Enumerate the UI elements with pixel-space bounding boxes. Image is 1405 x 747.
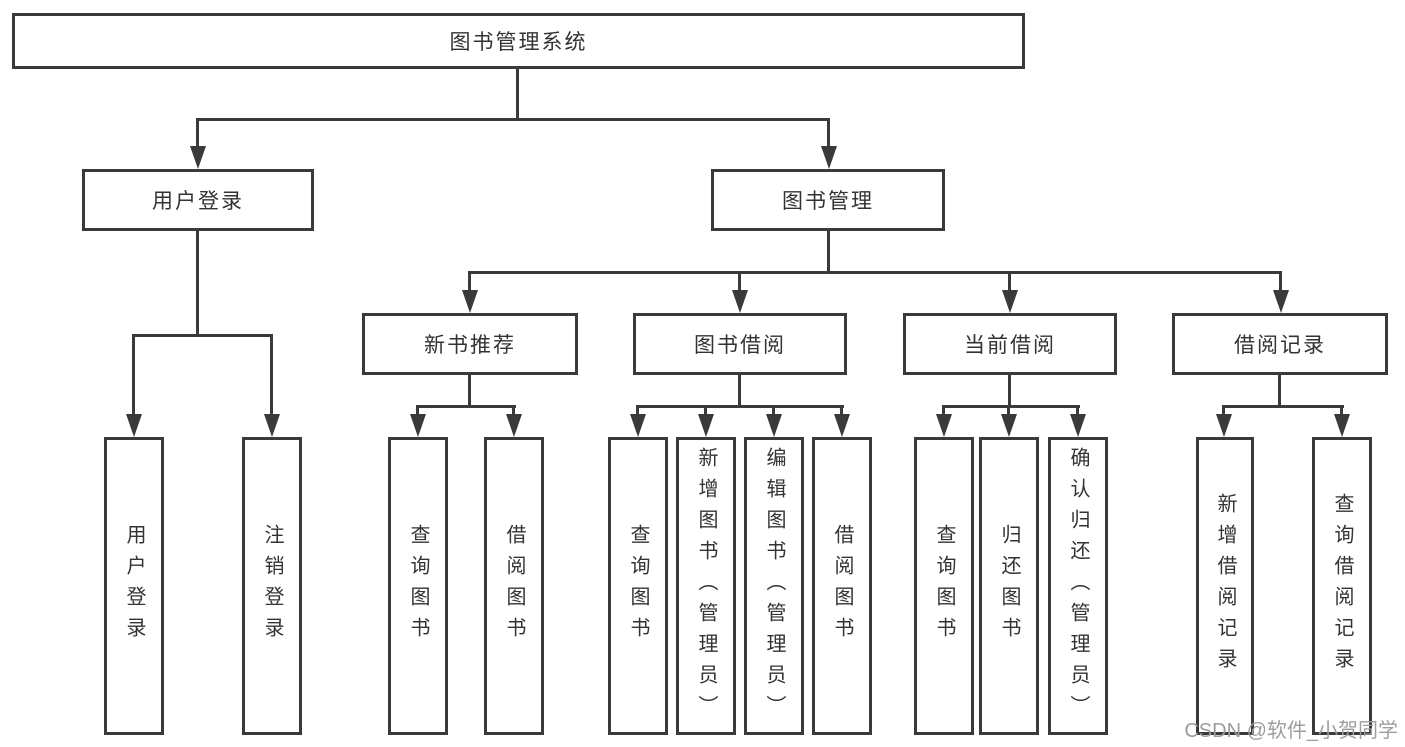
node-book-management: 图书管理 [711, 169, 945, 231]
leaf-return-book: 归还图书 [979, 437, 1039, 735]
node-label: 查询图书 [933, 524, 955, 648]
arrowhead-icon [410, 414, 426, 437]
node-borrowing-records: 借阅记录 [1172, 313, 1388, 375]
node-label: 查询图书 [407, 524, 429, 648]
leaf-borrow-book: 借阅图书 [812, 437, 872, 735]
connector-drop-user-login [196, 118, 199, 148]
arrowhead-icon [1273, 290, 1289, 313]
node-root-system: 图书管理系统 [12, 13, 1025, 69]
node-label: 图书管理系统 [449, 31, 588, 54]
connector-drop [512, 405, 515, 417]
arrowhead-icon [1334, 414, 1350, 437]
leaf-query-book-borrowing: 查询图书 [608, 437, 668, 735]
connector-book-mgmt-stem [827, 231, 830, 273]
connector-bus [942, 405, 1080, 408]
connector-drop [468, 271, 471, 291]
node-label: 当前借阅 [964, 334, 1056, 357]
node-label: 新增借阅记录 [1214, 493, 1236, 679]
connector-root-stem [516, 69, 519, 120]
connector-drop [772, 405, 775, 417]
connector-bus [416, 405, 516, 408]
connector-drop [738, 271, 741, 291]
node-label: 借阅图书 [503, 524, 525, 648]
connector-stem [468, 374, 471, 407]
connector-drop [270, 334, 273, 417]
connector-drop [1008, 271, 1011, 291]
leaf-logout: 注销登录 [242, 437, 302, 735]
arrowhead-icon [766, 414, 782, 437]
node-label: 新书推荐 [424, 334, 516, 357]
leaf-confirm-return-admin: 确认归还（管理员） [1048, 437, 1108, 735]
node-current-borrowing: 当前借阅 [903, 313, 1117, 375]
connector-drop [1340, 405, 1343, 417]
leaf-add-borrow-record: 新增借阅记录 [1196, 437, 1254, 735]
arrowhead-icon [821, 146, 837, 169]
node-label: 借阅记录 [1234, 334, 1326, 357]
connector-stem [1008, 374, 1011, 407]
node-label: 注销登录 [261, 524, 283, 648]
node-label: 查询借阅记录 [1331, 493, 1353, 679]
node-label: 编辑图书（管理员） [763, 446, 785, 726]
connector-drop [416, 405, 419, 417]
node-label: 图书管理 [782, 190, 874, 213]
arrowhead-icon [190, 146, 206, 169]
node-book-borrowing: 图书借阅 [633, 313, 847, 375]
arrowhead-icon [1002, 290, 1018, 313]
arrowhead-icon [1216, 414, 1232, 437]
arrowhead-icon [1070, 414, 1086, 437]
node-label: 借阅图书 [831, 524, 853, 648]
node-label: 查询图书 [627, 524, 649, 648]
leaf-query-borrow-record: 查询借阅记录 [1312, 437, 1372, 735]
node-label: 归还图书 [998, 524, 1020, 648]
connector-drop [942, 405, 945, 417]
arrowhead-icon [936, 414, 952, 437]
connector-drop [1222, 405, 1225, 417]
leaf-query-book-current: 查询图书 [914, 437, 974, 735]
leaf-edit-book-admin: 编辑图书（管理员） [744, 437, 804, 735]
connector-drop [1076, 405, 1079, 417]
connector-drop [1007, 405, 1010, 417]
connector-stem [738, 374, 741, 407]
connector-stem [1278, 374, 1281, 407]
connector-bus [1222, 405, 1344, 408]
connector-drop [1279, 271, 1282, 291]
leaf-user-login: 用户登录 [104, 437, 164, 735]
arrowhead-icon [630, 414, 646, 437]
arrowhead-icon [506, 414, 522, 437]
node-label: 确认归还（管理员） [1067, 446, 1089, 726]
connector-drop [636, 405, 639, 417]
node-new-book-recommend: 新书推荐 [362, 313, 578, 375]
arrowhead-icon [462, 290, 478, 313]
connector-drop [132, 334, 135, 417]
node-user-login: 用户登录 [82, 169, 314, 231]
leaf-borrow-book-recommend: 借阅图书 [484, 437, 544, 735]
connector-drop [840, 405, 843, 417]
watermark: CSDN @软件_小贺同学 [1184, 720, 1398, 742]
connector-level1-bus [197, 118, 830, 121]
connector-drop [704, 405, 707, 417]
leaf-query-book-recommend: 查询图书 [388, 437, 448, 735]
node-label: 新增图书（管理员） [695, 446, 717, 726]
arrowhead-icon [1001, 414, 1017, 437]
arrowhead-icon [834, 414, 850, 437]
connector-user-login-stem [196, 231, 199, 336]
connector-level2-bus [468, 271, 1282, 274]
arrowhead-icon [698, 414, 714, 437]
node-label: 用户登录 [123, 524, 145, 648]
arrowhead-icon [732, 290, 748, 313]
arrowhead-icon [126, 414, 142, 437]
arrowhead-icon [264, 414, 280, 437]
leaf-add-book-admin: 新增图书（管理员） [676, 437, 736, 735]
connector-drop-book-mgmt [827, 118, 830, 148]
connector-bus [636, 405, 844, 408]
connector-user-login-bus [132, 334, 273, 337]
node-label: 图书借阅 [694, 334, 786, 357]
node-label: 用户登录 [152, 190, 244, 213]
